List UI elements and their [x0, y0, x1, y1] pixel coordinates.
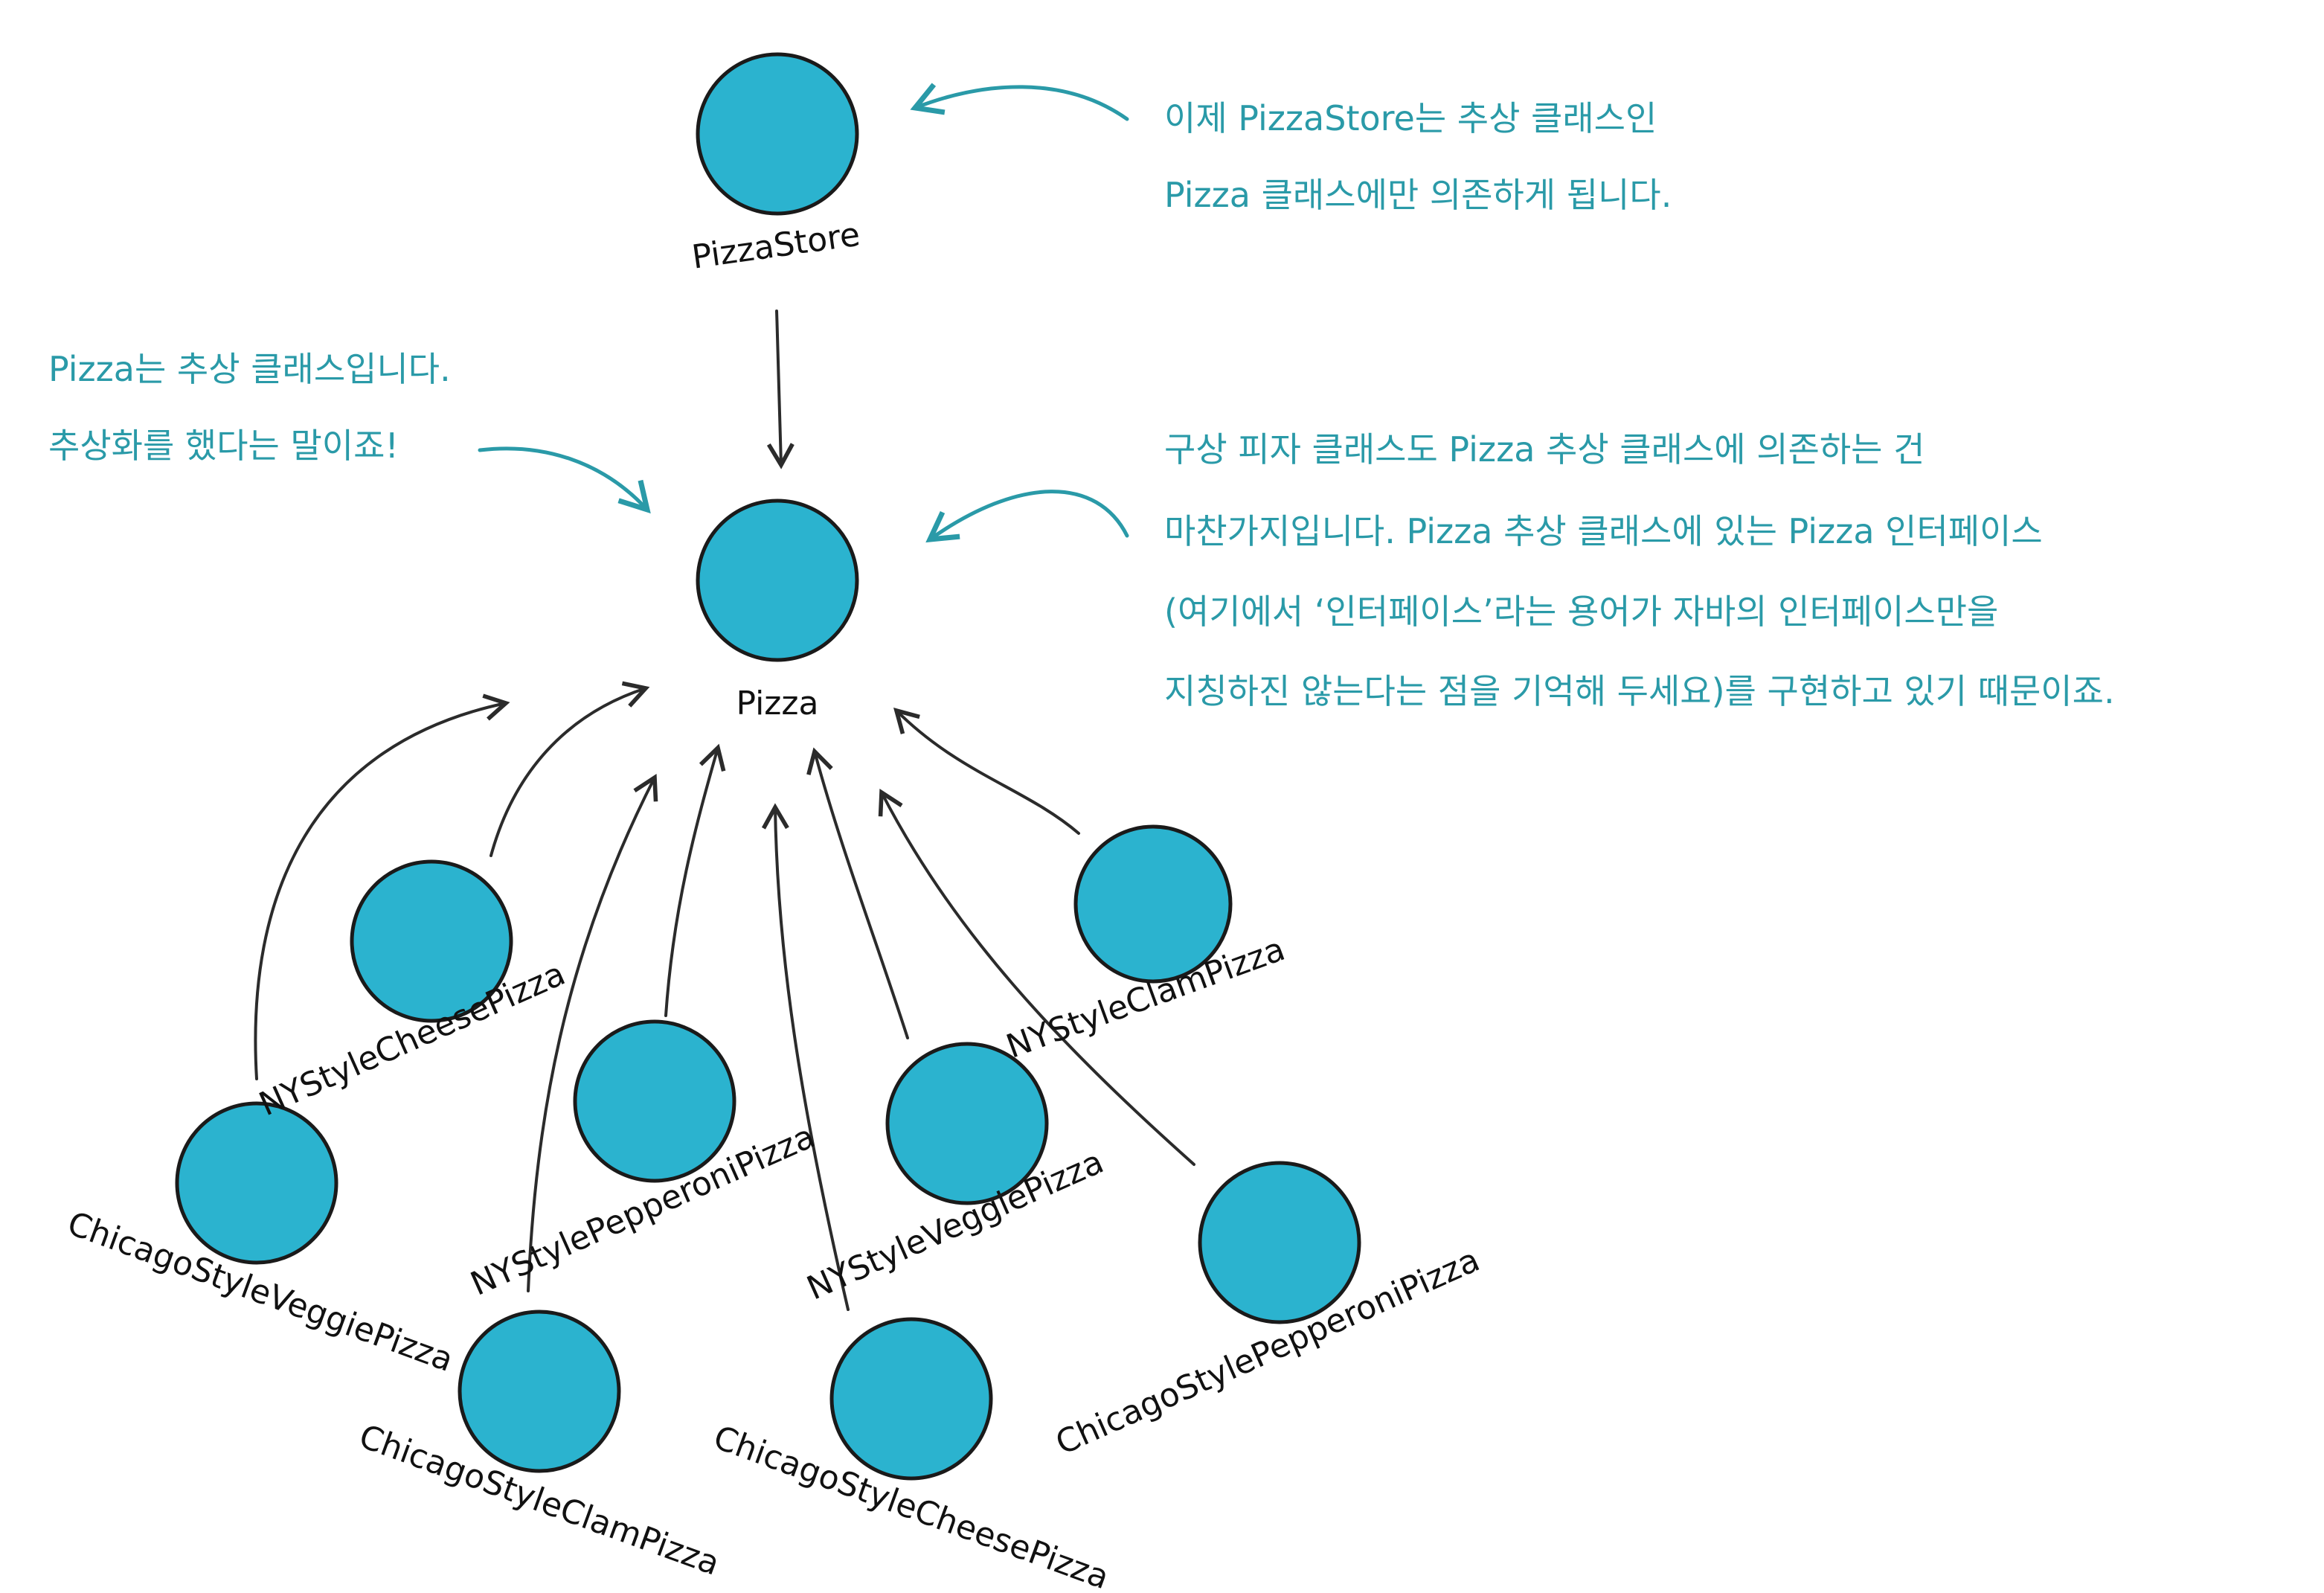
- node-pizzastore: [696, 52, 859, 216]
- annotation-concrete: 구상 피자 클래스도 Pizza 추상 클래스에 의존하는 건 마찬가지입니다.…: [1164, 429, 2115, 711]
- annotation-concrete-line-2: 마찬가지입니다. Pizza 추상 클래스에 있는 Pizza 인터페이스: [1164, 511, 2043, 551]
- annotation-abstract: Pizza는 추상 클래스입니다. 추상화를 했다는 말이죠!: [48, 349, 451, 466]
- annotation-abstract-line-1: Pizza는 추상 클래스입니다.: [48, 349, 451, 389]
- annotation-store-line-2: Pizza 클래스에만 의존하게 됩니다.: [1164, 175, 1672, 215]
- annotation-concrete-line-1: 구상 피자 클래스도 Pizza 추상 클래스에 의존하는 건: [1164, 429, 1925, 469]
- edge-ny-pepperoni: [664, 743, 726, 1017]
- node-ny-veggie: [885, 1042, 1049, 1205]
- annotation-arrows: [478, 83, 1129, 543]
- annotation-abstract-line-2: 추상화를 했다는 말이죠!: [48, 426, 399, 466]
- annotation-arrow-concrete: [925, 490, 1129, 543]
- node-chicago-veggie: [175, 1101, 338, 1265]
- edge-pizzastore-to-pizza: [766, 310, 795, 469]
- annotation-store: 이제 PizzaStore는 추상 클래스인 Pizza 클래스에만 의존하게 …: [1164, 98, 1672, 215]
- edge-chicago-pepperoni: [878, 788, 1195, 1166]
- node-chicago-cheese: [829, 1317, 993, 1481]
- edge-chicago-clam: [527, 773, 658, 1292]
- node-ny-pepperoni: [573, 1019, 736, 1183]
- node-labels: PizzaStore Pizza NYStyleCheesePizza NYSt…: [62, 216, 1485, 1593]
- node-chicago-pepperoni: [1198, 1161, 1361, 1324]
- annotation-store-line-1: 이제 PizzaStore는 추상 클래스인: [1164, 98, 1657, 138]
- node-chicago-clam: [458, 1310, 621, 1473]
- annotation-concrete-line-4: 지칭하진 않는다는 점을 기억해 두세요)를 구현하고 있기 때문이죠.: [1164, 671, 2115, 711]
- edges: [254, 310, 1195, 1311]
- edge-ny-clam: [893, 708, 1080, 835]
- edge-chicago-cheese: [761, 803, 850, 1311]
- node-pizza: [696, 499, 859, 662]
- annotation-arrow-store: [910, 83, 1129, 121]
- edge-ny-veggie: [806, 747, 909, 1039]
- edge-ny-cheese: [489, 681, 650, 857]
- annotation-arrow-abstract: [478, 446, 651, 514]
- edge-chicago-veggie: [254, 693, 510, 1080]
- annotation-concrete-line-3: (여기에서 ‘인터페이스’라는 용어가 자바의 인터페이스만을: [1164, 592, 1998, 632]
- node-ny-clam: [1073, 824, 1233, 984]
- node-ny-cheese: [350, 859, 513, 1023]
- label-pizzastore: PizzaStore: [690, 216, 862, 277]
- nodes: [175, 52, 1361, 1481]
- label-pizza: Pizza: [736, 685, 819, 722]
